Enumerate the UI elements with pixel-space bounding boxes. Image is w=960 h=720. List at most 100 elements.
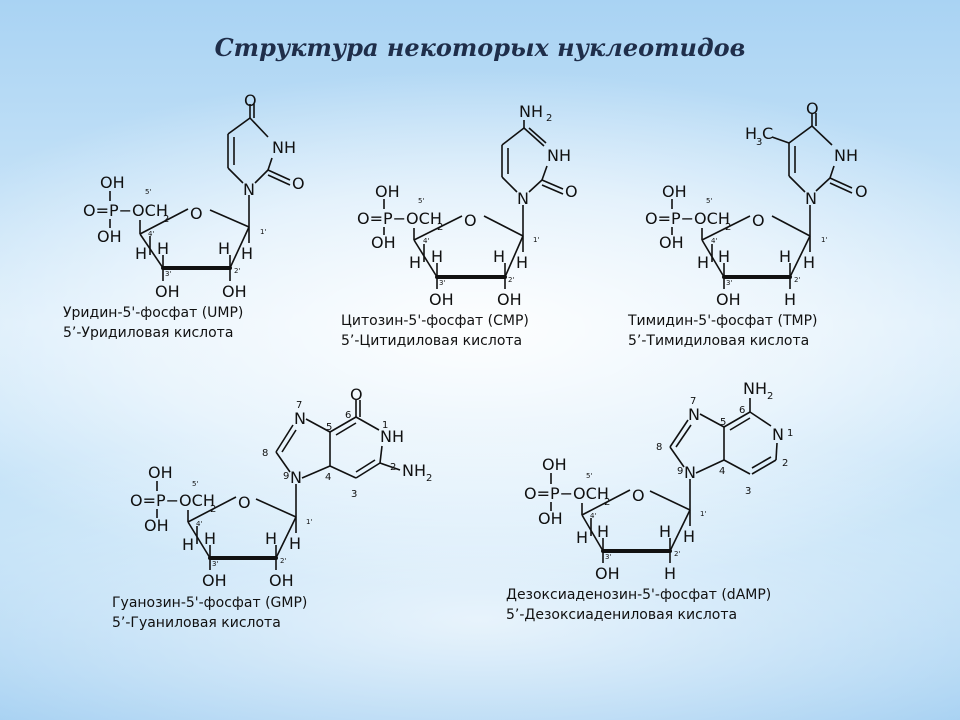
gmp-h-1: H [289,534,301,553]
damp-num-6: 6 [739,405,745,416]
tmp-h-2a: H [779,247,791,266]
cmp-pos-4: 4' [423,237,429,245]
cmp-oh-3: OH [429,290,454,309]
cmp-phosphate: OH O=P−OCH 2 OH 5' [357,182,443,252]
ump-h-1: H [241,244,253,263]
gmp-h-4: H [182,535,194,554]
damp-pos-5: 5' [586,472,592,480]
tmp-methyl-c: C [762,124,773,143]
cmp-phosphate-oh-top: OH [375,182,400,201]
gmp-num-9: 9 [283,471,289,482]
ump-pos-5: 5' [145,188,151,196]
gmp-oh-2: OH [269,571,294,590]
damp-adenine: N 9 8 N 7 5 4 NH 2 6 N 1 2 [656,379,793,510]
damp-phosphate-group: O=P−OCH [524,484,609,503]
cmp-pos-5: 5' [418,197,424,205]
ump-o2: O [292,174,305,193]
gmp-caption-acid: 5’-Гуаниловая кислота [112,615,281,631]
tmp-methyl-group: H 3 C [745,124,773,148]
gmp-nh2-subscript: 2 [426,473,432,484]
tmp-phosphate-oh-bottom: OH [659,233,684,252]
damp-num-8: 8 [656,442,662,453]
cmp-ribose: O 4' 1' 3' 2' H H OH H OH H [409,211,539,309]
damp-h-1: H [683,527,695,546]
gmp-pos-2: 2' [280,557,286,565]
ump-ring-oxygen: O [190,204,203,223]
cmp-n1: N [517,189,529,208]
cmp-oh-2: OH [497,290,522,309]
damp-h-2a: H [659,522,671,541]
tmp-structure: OH O=P−OCH 2 OH 5' O 4' 1' 3' 2' H H OH [627,99,868,349]
damp-structure: OH O=P−OCH 2 OH 5' O 4' 1' 3' 2' H H OH [506,379,793,623]
tmp-caption-name: Тимидин-5'-фосфат (TMP) [627,313,818,329]
gmp-pos-1: 1' [306,518,312,526]
cmp-nh2-subscript: 2 [546,113,552,124]
damp-h-2b: H [664,564,676,583]
damp-num-4: 4 [719,466,725,477]
tmp-phosphate: OH O=P−OCH 2 OH 5' [645,182,731,252]
gmp-n1h: NH [380,427,404,446]
damp-num-9: 9 [677,466,683,477]
cmp-h-3a: H [431,247,443,266]
damp-num-3: 3 [745,486,751,497]
gmp-ribose: O 4' 1' 3' 2' H H OH H OH H [182,493,312,590]
gmp-o6: O [350,385,363,404]
ump-caption-name: Уридин-5'-фосфат (UMP) [63,305,243,321]
cmp-pos-2: 2' [508,276,514,284]
cmp-o2: O [565,182,578,201]
ump-h-2a: H [218,239,230,258]
ump-pos-4: 4' [148,230,154,238]
damp-h-3a: H [597,522,609,541]
gmp-ring-oxygen: O [238,493,251,512]
damp-nh2-subscript: 2 [767,391,773,402]
damp-n9: N [684,463,696,482]
tmp-o2: O [855,182,868,201]
damp-phosphate-oh-top: OH [542,455,567,474]
tmp-h-1: H [803,253,815,272]
damp-pos-1: 1' [700,510,706,518]
gmp-oh-3: OH [202,571,227,590]
ump-ribose: O 4' 1' 3' 2' H H OH H OH H [135,204,266,301]
damp-phosphate-oh-bottom: OH [538,509,563,528]
ump-oh-2: OH [222,282,247,301]
tmp-h-3a: H [718,247,730,266]
damp-h-4: H [576,528,588,547]
ump-o4: O [244,91,257,110]
cmp-cytosine: N NH 2 NH O [501,102,578,236]
tmp-pos-1: 1' [821,236,827,244]
ump-h-3a: H [157,239,169,258]
tmp-oh-3: OH [716,290,741,309]
gmp-n9: N [290,468,302,487]
ump-pos-3: 3' [165,270,171,278]
ump-phosphate-oh-top: OH [100,173,125,192]
ump-n3h: NH [272,138,296,157]
damp-phosphate: OH O=P−OCH 2 OH 5' [524,455,610,528]
damp-num-2: 2 [782,458,788,469]
gmp-structure: OH O=P−OCH 2 OH 5' O 4' 1' 3' 2' H H OH [112,385,432,631]
ump-phosphate-oh-bottom: OH [97,227,122,246]
gmp-h-2a: H [265,529,277,548]
gmp-h-3a: H [204,529,216,548]
ump-caption-acid: 5’-Уридиловая кислота [63,325,233,341]
gmp-num-1: 1 [382,420,388,431]
ump-pos-1: 1' [260,228,266,236]
ump-structure: OH O=P−OCH 2 OH 5' O 4' 1' 3' 2' H H OH [63,91,305,341]
cmp-caption-name: Цитозин-5'-фосфат (CMP) [341,313,529,329]
gmp-num-3: 3 [351,489,357,500]
tmp-methyl-h: H [745,124,757,143]
cmp-phosphate-group: O=P−OCH [357,209,442,228]
tmp-caption-acid: 5’-Тимидиловая кислота [628,333,809,349]
damp-num-1: 1 [787,428,793,439]
cmp-ring-oxygen: O [464,211,477,230]
damp-caption-name: Дезоксиаденозин-5'-фосфат (dAMP) [506,587,771,603]
tmp-methyl-subscript: 3 [756,137,762,148]
tmp-o4: O [806,99,819,118]
cmp-h-2a: H [493,247,505,266]
tmp-phosphate-oh-top: OH [662,182,687,201]
cmp-structure: OH O=P−OCH 2 OH 5' O 4' 1' 3' 2' H H OH [341,102,578,349]
cmp-pos-1: 1' [533,236,539,244]
gmp-n7: N [294,409,306,428]
gmp-pos-4: 4' [196,520,202,528]
